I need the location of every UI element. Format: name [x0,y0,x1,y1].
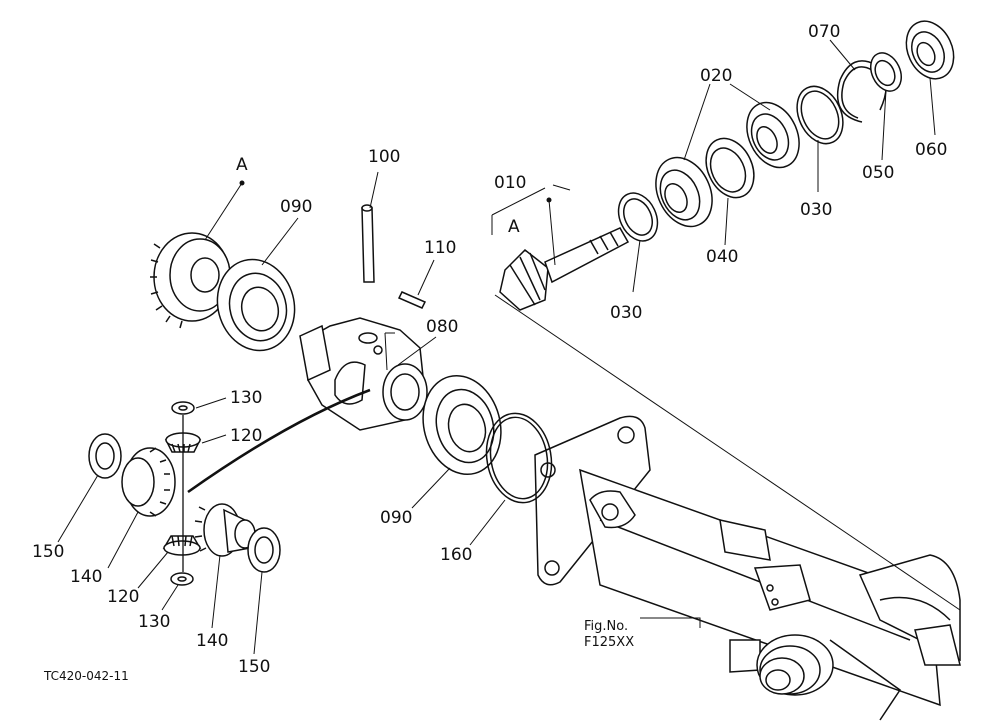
label-120b: 120 [107,587,139,607]
fig-no-value: F125XX [584,635,634,650]
bearing-090b [422,374,502,476]
thrust-washer-150b [247,527,281,573]
label-090b: 090 [380,508,412,528]
label-090a: 090 [280,197,312,217]
label-100: 100 [368,147,400,167]
collar-040 [705,137,755,199]
pinion-shaft-010 [499,227,630,311]
label-030b: 030 [800,200,832,220]
washer-130a [171,401,195,415]
ref-label-a1: A [236,155,248,175]
side-gear-140b [194,503,256,557]
diff-case-080 [299,317,428,431]
bearing-090a [216,258,296,352]
label-040: 040 [706,247,738,267]
thrust-washer-150a [88,433,122,479]
housing-leader-line [494,294,961,611]
shim-030a [617,192,659,242]
oil-seal-060 [905,20,955,80]
label-150a: 150 [32,542,64,562]
drawing-code: TC420-042-11 [43,669,129,683]
fig-no-label: Fig.No. [584,619,628,634]
label-050: 050 [862,163,894,183]
label-030a: 030 [610,303,642,323]
label-140a: 140 [70,567,102,587]
side-gear-140a [121,447,176,517]
label-130a: 130 [230,388,262,408]
label-020: 020 [700,66,732,86]
label-160: 160 [440,545,472,565]
label-070: 070 [808,22,840,42]
ring-050 [870,52,902,92]
label-120a: 120 [230,426,262,446]
o-ring-160 [485,412,553,504]
pinion-gear-120b [162,535,202,556]
bearing-020a [655,156,713,228]
shaft-pin-100 [361,204,375,283]
label-110: 110 [424,238,456,258]
assembly-arrow [187,388,371,494]
label-140b: 140 [196,631,228,651]
label-060: 060 [915,140,947,160]
spring-pin-110 [397,291,427,309]
label-010: 010 [494,173,526,193]
ref-label-a2: A [508,217,520,237]
part-labels: A 090 100 110 080 130 120 150 140 120 13… [32,22,947,683]
leader-lines [57,39,936,655]
axle-housing [534,415,961,721]
label-150b: 150 [238,657,270,677]
ring-gear-A [150,232,231,329]
washer-130b [170,572,194,586]
label-130b: 130 [138,612,170,632]
label-080: 080 [426,317,458,337]
bearing-020b [746,101,800,169]
